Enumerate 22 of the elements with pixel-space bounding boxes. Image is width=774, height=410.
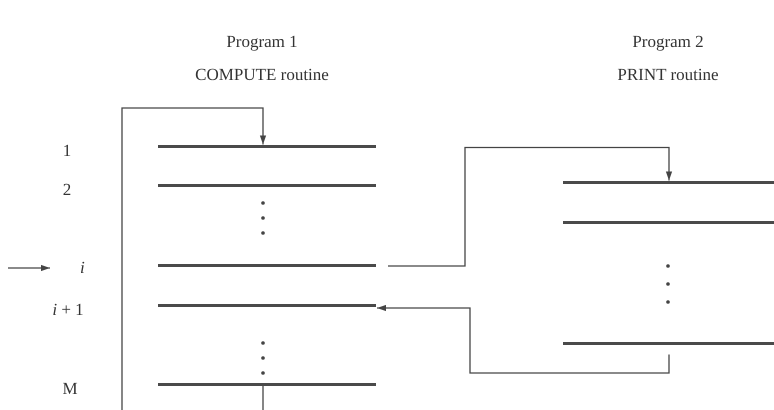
row-number: 1 [62, 143, 72, 159]
routine-heading: PRINT routine [617, 67, 719, 83]
connector-line [262, 386, 264, 410]
arrow [388, 146, 672, 267]
instruction-bar [158, 144, 376, 148]
instruction-bar [158, 304, 376, 306]
instruction-bar [158, 184, 376, 186]
row-number: i + 1 [52, 302, 84, 318]
instruction-bar [563, 342, 774, 344]
instruction-bar [563, 180, 774, 184]
arrow [8, 264, 50, 272]
program-heading: Program 1 [226, 34, 298, 50]
row-number: 2 [62, 182, 72, 198]
row-number: i [80, 260, 85, 276]
instruction-bar [158, 264, 376, 266]
program-heading: Program 2 [632, 34, 704, 50]
arrow [377, 304, 670, 374]
row-number: M [62, 381, 78, 397]
arrow [121, 107, 266, 410]
routine-heading: COMPUTE routine [195, 67, 329, 83]
instruction-bar [158, 382, 376, 386]
instruction-bar [563, 220, 774, 224]
